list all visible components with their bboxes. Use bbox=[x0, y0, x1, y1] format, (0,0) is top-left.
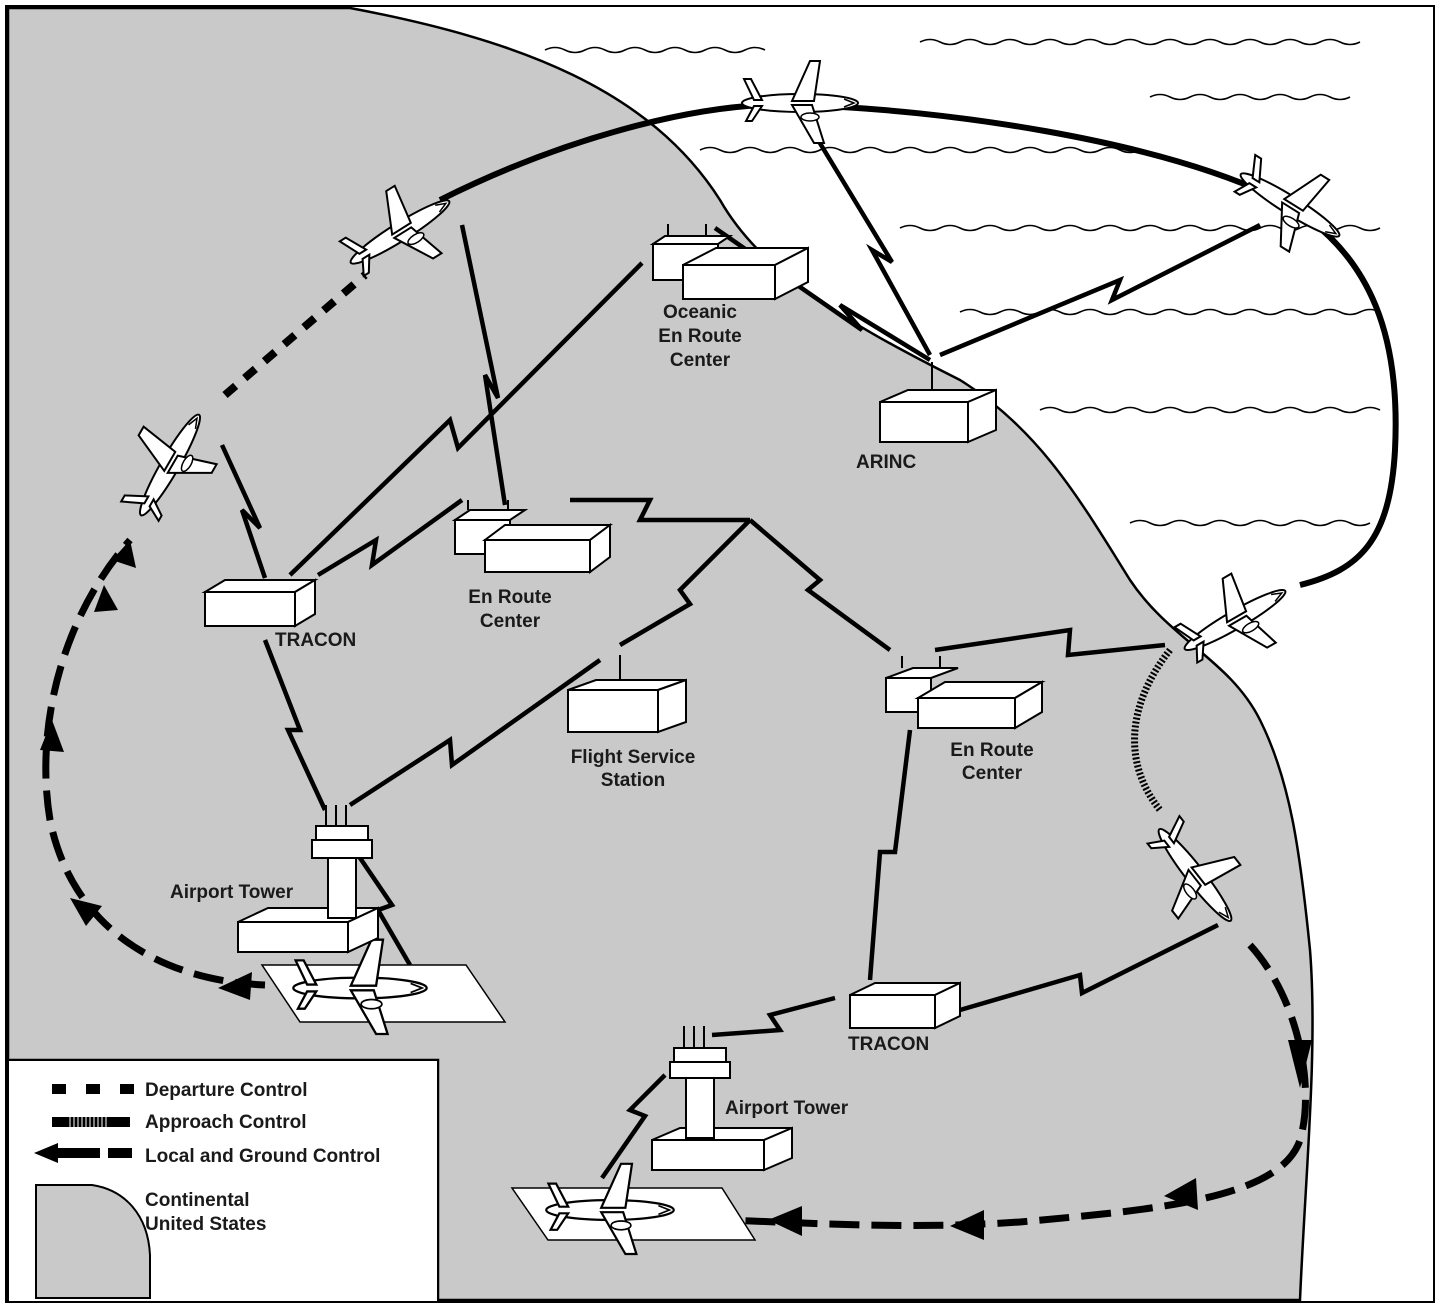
ocean-wave-icon bbox=[1129, 519, 1371, 527]
arinc-building bbox=[879, 362, 997, 444]
control-tower-icon bbox=[237, 805, 379, 954]
ocean-waves bbox=[544, 38, 1381, 527]
radio-antenna-icon bbox=[467, 500, 509, 510]
arrowhead bbox=[40, 720, 64, 752]
local-ground-control-path-west bbox=[42, 537, 266, 989]
lightning-link-icon bbox=[867, 729, 913, 981]
legend-continental-swatch bbox=[35, 1184, 151, 1299]
lightning-link-icon bbox=[934, 627, 1166, 658]
arrowhead bbox=[950, 1210, 984, 1240]
lightning-link-icon bbox=[711, 995, 836, 1038]
label-oceanic-line2: En Route bbox=[658, 326, 741, 347]
legend-departure-swatch bbox=[52, 1084, 134, 1094]
lightning-link-icon bbox=[262, 639, 328, 811]
legend-departure-label: Departure Control bbox=[145, 1080, 308, 1101]
arrowhead bbox=[218, 972, 252, 1000]
legend-continental-line2: United States bbox=[145, 1214, 266, 1235]
legend-local-ground-swatch bbox=[34, 1143, 132, 1163]
lightning-link-icon bbox=[939, 222, 1262, 358]
legend-approach-label: Approach Control bbox=[145, 1112, 307, 1133]
approach-control-path bbox=[1131, 647, 1173, 813]
arrowhead bbox=[112, 540, 136, 568]
label-flight-service-line1: Flight Service bbox=[571, 747, 696, 768]
label-airport-tower-west: Airport Tower bbox=[170, 882, 294, 903]
label-oceanic-line1: Oceanic bbox=[663, 302, 737, 323]
lightning-link-icon bbox=[959, 922, 1220, 1013]
legend-local-ground-label: Local and Ground Control bbox=[145, 1146, 380, 1167]
control-tower-icon bbox=[651, 1026, 793, 1172]
enroute-west-building bbox=[451, 500, 613, 574]
label-tracon-west: TRACON bbox=[275, 630, 356, 651]
label-oceanic-line3: Center bbox=[670, 350, 731, 371]
lightning-link-icon bbox=[600, 1073, 667, 1180]
lightning-link-icon bbox=[813, 133, 932, 357]
arrowhead bbox=[70, 898, 102, 926]
lightning-link-icon bbox=[219, 444, 268, 579]
enroute-flight-path bbox=[438, 101, 1399, 588]
oceanic-enroute-building bbox=[649, 224, 809, 301]
label-enroute-west-line1: En Route bbox=[468, 587, 551, 608]
label-enroute-east-line1: En Route bbox=[950, 740, 1033, 761]
enroute-east-building bbox=[885, 656, 1046, 730]
arrowhead bbox=[1288, 1040, 1312, 1088]
ocean-wave-icon bbox=[919, 38, 1361, 46]
lightning-link-icon bbox=[570, 497, 750, 523]
label-flight-service-line2: Station bbox=[601, 770, 665, 791]
label-enroute-east-line2: Center bbox=[962, 763, 1023, 784]
lightning-link-icon bbox=[348, 658, 602, 807]
legend: Departure Control Approach Control Local… bbox=[7, 1059, 439, 1303]
ocean-wave-icon bbox=[959, 308, 1381, 316]
label-arinc: ARINC bbox=[856, 452, 916, 473]
tracon-east-building bbox=[849, 981, 961, 1030]
lightning-link-icon bbox=[356, 853, 412, 967]
legend-continental-line1: Continental bbox=[145, 1190, 250, 1211]
ocean-wave-icon bbox=[1039, 406, 1381, 414]
flight-service-station-building bbox=[567, 655, 687, 734]
tracon-west-building bbox=[201, 578, 319, 628]
lightning-link-icon bbox=[316, 498, 464, 577]
radio-antenna-icon bbox=[667, 224, 707, 236]
ocean-wave-icon bbox=[1149, 93, 1351, 101]
arrowhead bbox=[768, 1206, 802, 1236]
ocean-wave-icon bbox=[899, 224, 1381, 232]
arrowhead bbox=[1164, 1178, 1198, 1210]
departure-control-path bbox=[222, 271, 368, 399]
lightning-link-icon bbox=[288, 261, 644, 577]
label-enroute-west-line2: Center bbox=[480, 611, 541, 632]
legend-approach-swatch bbox=[52, 1117, 130, 1127]
lightning-link-icon bbox=[748, 518, 892, 652]
arrowhead bbox=[94, 585, 118, 612]
radio-antenna-icon bbox=[901, 656, 941, 668]
lightning-link-icon bbox=[459, 224, 508, 506]
lightning-link-icon bbox=[618, 518, 752, 647]
label-airport-tower-east: Airport Tower bbox=[725, 1098, 849, 1119]
ocean-wave-icon bbox=[699, 146, 1141, 154]
ocean-wave-icon bbox=[544, 46, 766, 54]
label-tracon-east: TRACON bbox=[848, 1034, 929, 1055]
